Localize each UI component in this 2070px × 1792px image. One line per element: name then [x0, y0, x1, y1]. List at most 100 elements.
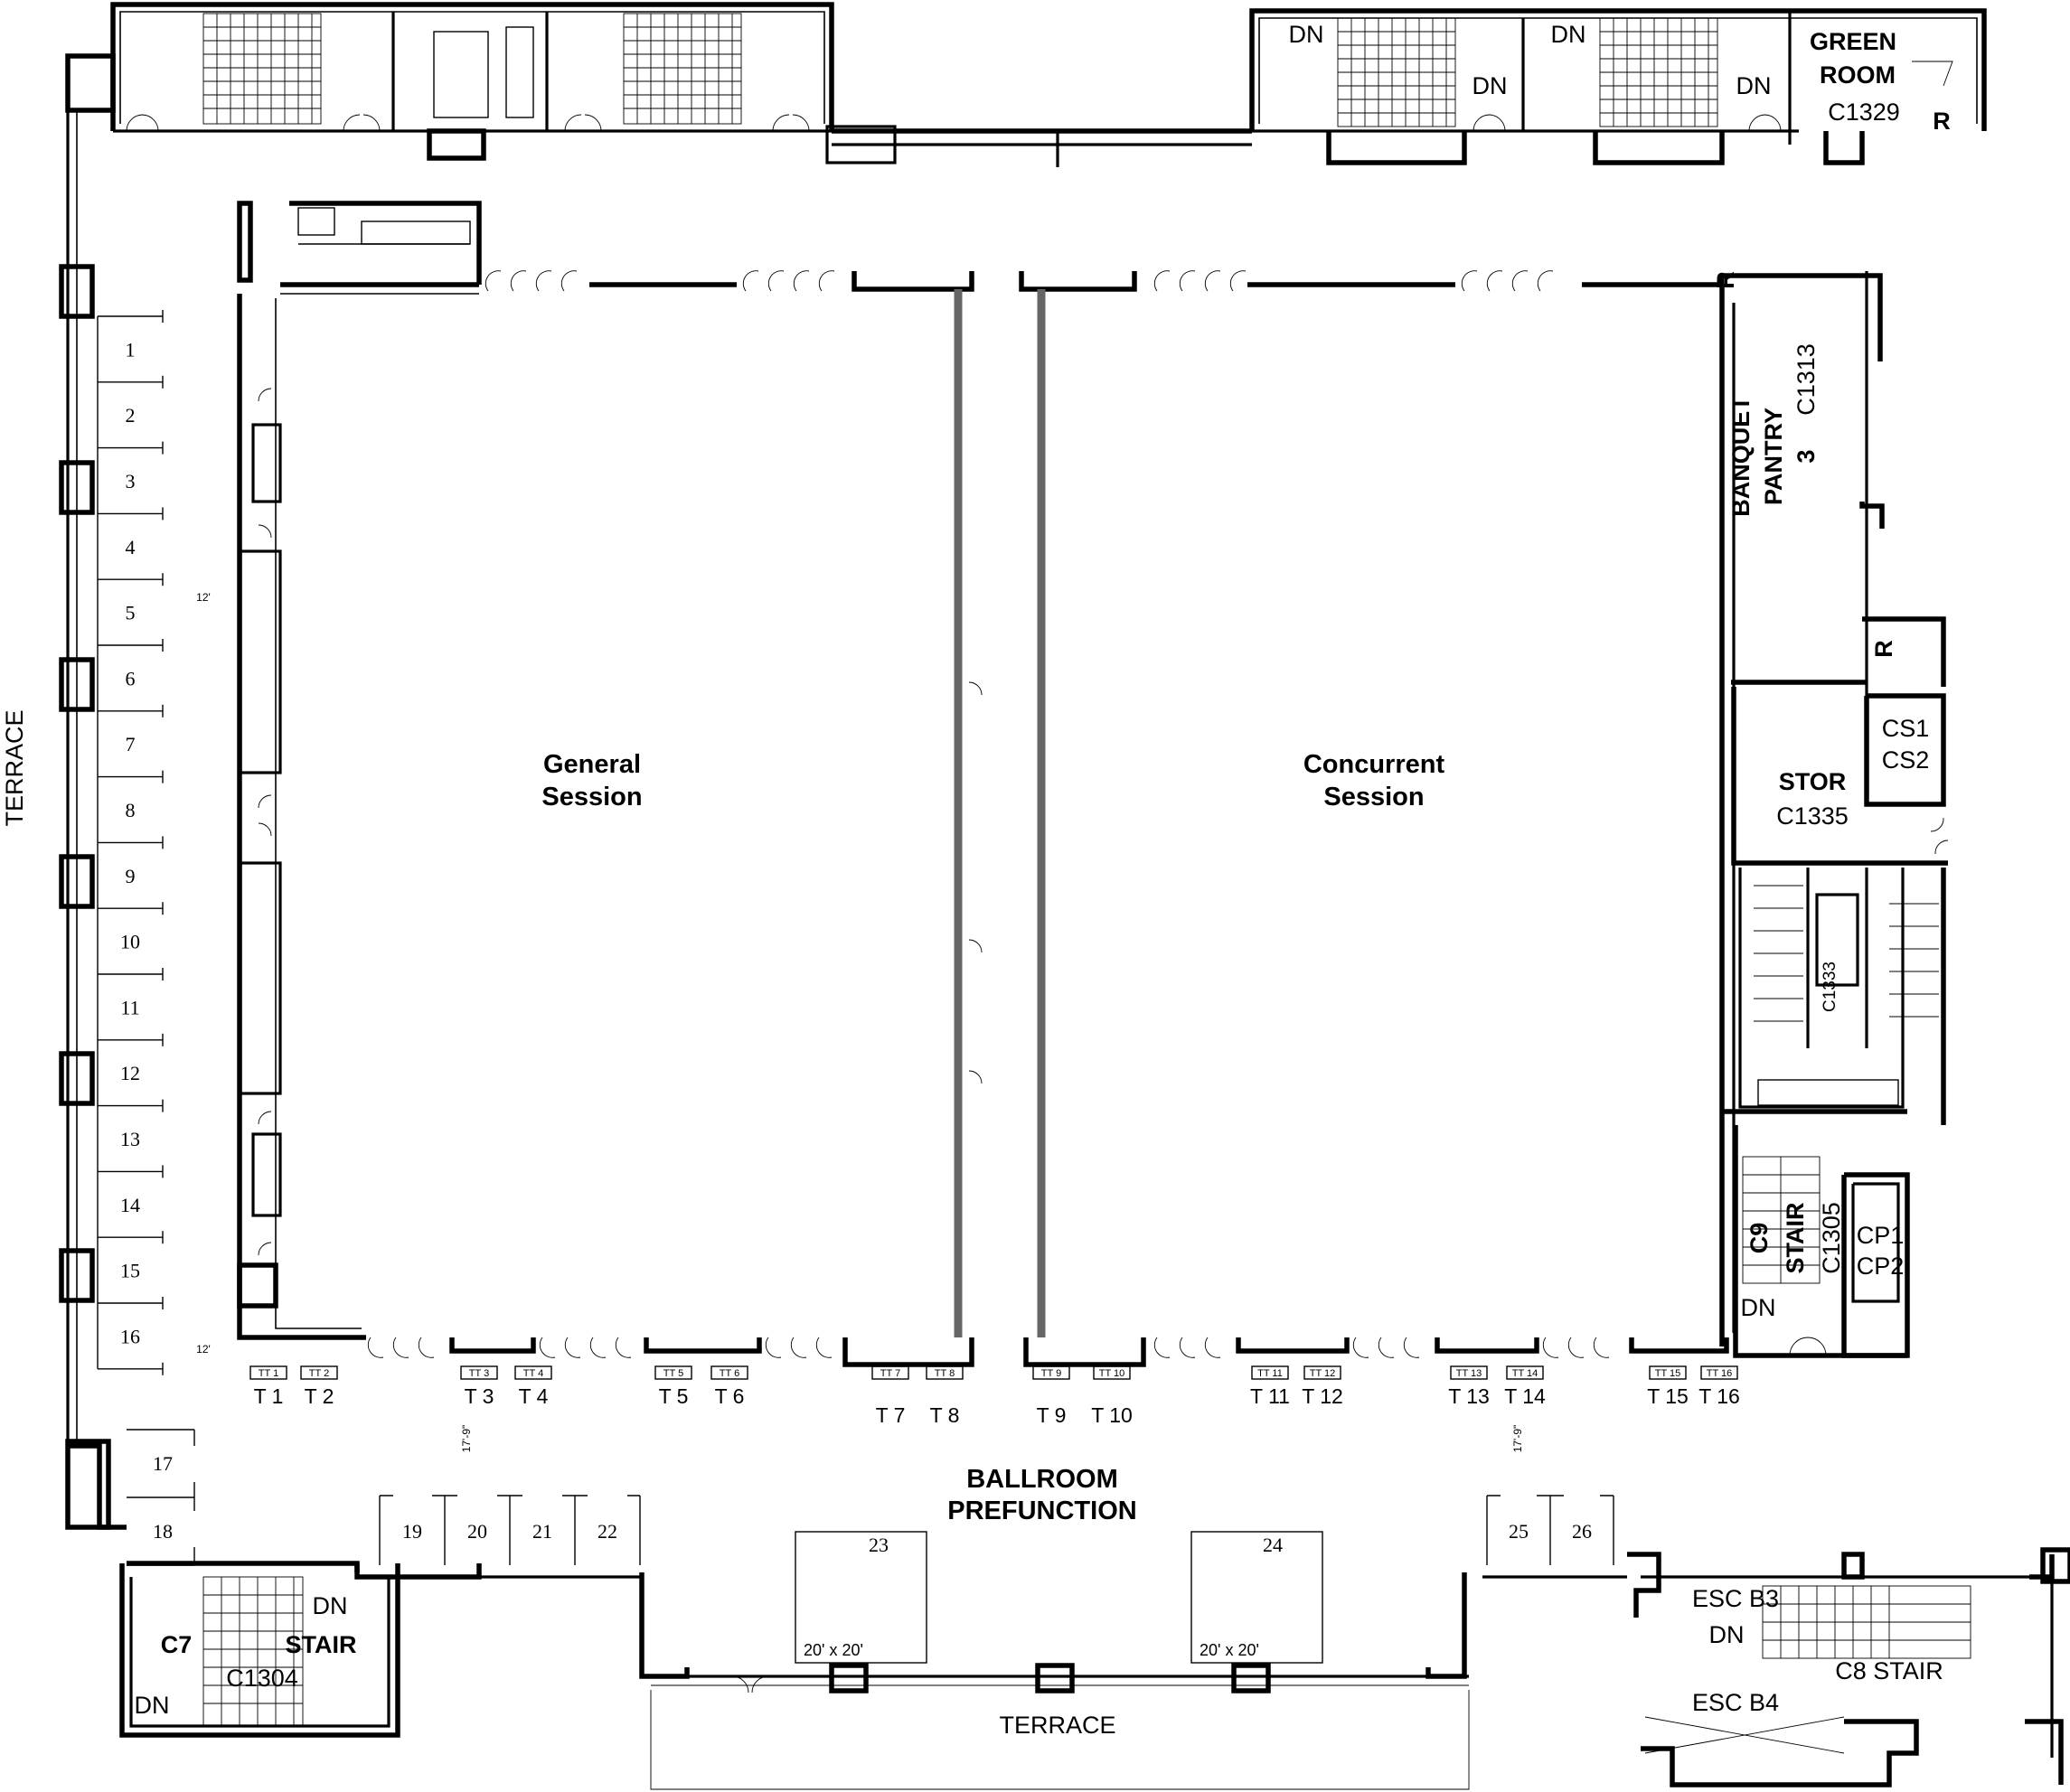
- tabletop-row: TT 1T 1TT 2T 2TT 3T 3TT 4T 4TT 5T 5TT 6T…: [249, 1365, 1740, 1427]
- r-mark-pantry: R: [1712, 271, 1739, 289]
- table-label: T 10: [1091, 1403, 1133, 1427]
- booth-6: 6: [126, 667, 136, 690]
- restroom-vestibule: [427, 128, 486, 161]
- tabletop-code: TT 8: [935, 1368, 955, 1379]
- c7-dn-bottom: DN: [135, 1692, 170, 1719]
- table-label: T 6: [715, 1384, 745, 1408]
- booth-23-outline: [795, 1531, 927, 1664]
- top-left-pier: [65, 53, 116, 113]
- banquet-pantry-label: BANQUET PANTRY 3 C1313: [1727, 343, 1820, 517]
- tabletop-code: TT 4: [523, 1368, 543, 1379]
- green-room-label-2: ROOM: [1820, 61, 1896, 89]
- booth-24: 24: [1263, 1534, 1283, 1556]
- booth-20: 20: [467, 1520, 487, 1543]
- booth-17: 17: [153, 1452, 173, 1475]
- tabletop-code: TT 5: [663, 1368, 683, 1379]
- c8-stair-block: [1641, 1547, 2070, 1787]
- r-mark-stor: R: [1870, 640, 1897, 658]
- tabletop-code: TT 1: [259, 1368, 278, 1379]
- top-right-service-block: [1249, 8, 1987, 165]
- booth-12: 12: [120, 1062, 140, 1084]
- terrace-left-label: TERRACE: [1, 709, 28, 826]
- tabletop-box: [460, 1365, 498, 1380]
- booth-7: 7: [126, 733, 136, 755]
- dim-12-bottom: 12': [196, 1343, 211, 1356]
- booth-23-size: 20' x 20': [804, 1641, 863, 1659]
- table-label: T 2: [305, 1384, 334, 1408]
- tabletop-box: [710, 1365, 748, 1380]
- prefunction-label-2: PREFUNCTION: [947, 1496, 1136, 1525]
- esc-b3-label: ESC B3: [1692, 1585, 1779, 1612]
- cs2-label: CS2: [1882, 746, 1930, 774]
- tabletop-box: [514, 1365, 552, 1380]
- booth-11: 11: [120, 996, 139, 1018]
- tabletop-box: [249, 1365, 287, 1380]
- tabletop-code: TT 13: [1456, 1368, 1482, 1379]
- c9-dn-label: DN: [1741, 1294, 1776, 1321]
- booth-9: 9: [126, 865, 136, 887]
- tabletop-code: TT 16: [1707, 1368, 1733, 1379]
- tabletop-box: [1032, 1365, 1070, 1380]
- booth-8: 8: [126, 799, 136, 821]
- stair-treads-4: [1600, 18, 1717, 127]
- green-room-code: C1329: [1828, 99, 1900, 126]
- booth-15: 15: [120, 1260, 140, 1282]
- cs1-label: CS1: [1882, 715, 1930, 742]
- tabletop-code: TT 11: [1257, 1368, 1283, 1379]
- dn-label-3: DN: [1551, 21, 1586, 48]
- table-label: T 1: [254, 1384, 284, 1408]
- stor-label: STOR: [1779, 768, 1847, 795]
- dim-17-9-right: 17'-9": [1511, 1425, 1524, 1453]
- cp2-label: CP2: [1857, 1253, 1905, 1280]
- dn-label-4: DN: [1736, 72, 1772, 99]
- tabletop-box: [1649, 1365, 1687, 1380]
- booth-2: 2: [126, 404, 136, 427]
- c9-label: C9: [1745, 1223, 1773, 1254]
- table-label: T 9: [1037, 1403, 1067, 1427]
- booth-19: 19: [402, 1520, 422, 1543]
- c9-stair-treads: [1743, 1157, 1820, 1283]
- tabletop-code: TT 10: [1099, 1368, 1125, 1379]
- table-label: T 3: [465, 1384, 494, 1408]
- ballroom: [237, 201, 1736, 1367]
- table-label: T 15: [1647, 1384, 1689, 1408]
- r-mark-top: R: [1933, 108, 1951, 135]
- booth-13: 13: [120, 1128, 140, 1150]
- dim-12-top: 12': [196, 591, 211, 604]
- right-rooms: [1722, 271, 1949, 1358]
- banquet-pantry-label-1: BANQUET: [1727, 396, 1755, 517]
- general-session-label-1: General: [543, 750, 641, 779]
- wall-notch: [825, 125, 897, 164]
- banquet-pantry-code: C1313: [1792, 343, 1820, 416]
- tabletop-box: [1700, 1365, 1738, 1380]
- booth-1: 1: [126, 338, 136, 361]
- tabletop-code: TT 12: [1310, 1368, 1336, 1379]
- concurrent-session-label-2: Session: [1323, 783, 1424, 812]
- tabletop-box: [1506, 1365, 1544, 1380]
- green-room-label-1: GREEN: [1810, 28, 1896, 55]
- booth-10: 10: [120, 931, 140, 953]
- stair-treads-right: [624, 14, 741, 124]
- tabletop-box: [300, 1365, 338, 1380]
- lower-booths: 17 18 19 20 21 22 25 26 23 20' x 20' 24 …: [127, 1429, 1614, 1664]
- c8-dn-label: DN: [1709, 1621, 1745, 1648]
- c7-code: C1304: [226, 1665, 298, 1692]
- restroom-code: C1333: [1821, 962, 1839, 1012]
- esc-b4-label: ESC B4: [1692, 1689, 1779, 1716]
- dn-label-2: DN: [1473, 72, 1508, 99]
- restroom-fixtures: [1754, 885, 1939, 1022]
- terrace-bottom-label: TERRACE: [999, 1712, 1115, 1739]
- booth-5: 5: [126, 602, 136, 624]
- booth-3: 3: [126, 470, 136, 493]
- table-label: T 13: [1448, 1384, 1490, 1408]
- c9-stair-label: STAIR: [1782, 1203, 1809, 1274]
- tabletop-box: [926, 1365, 964, 1380]
- booth-24-size: 20' x 20': [1200, 1641, 1259, 1659]
- left-glazing: [59, 108, 95, 1446]
- tabletop-code: TT 3: [469, 1368, 489, 1379]
- dn-label-1: DN: [1289, 21, 1324, 48]
- stair-treads-3: [1338, 18, 1455, 127]
- booth-18: 18: [153, 1520, 173, 1543]
